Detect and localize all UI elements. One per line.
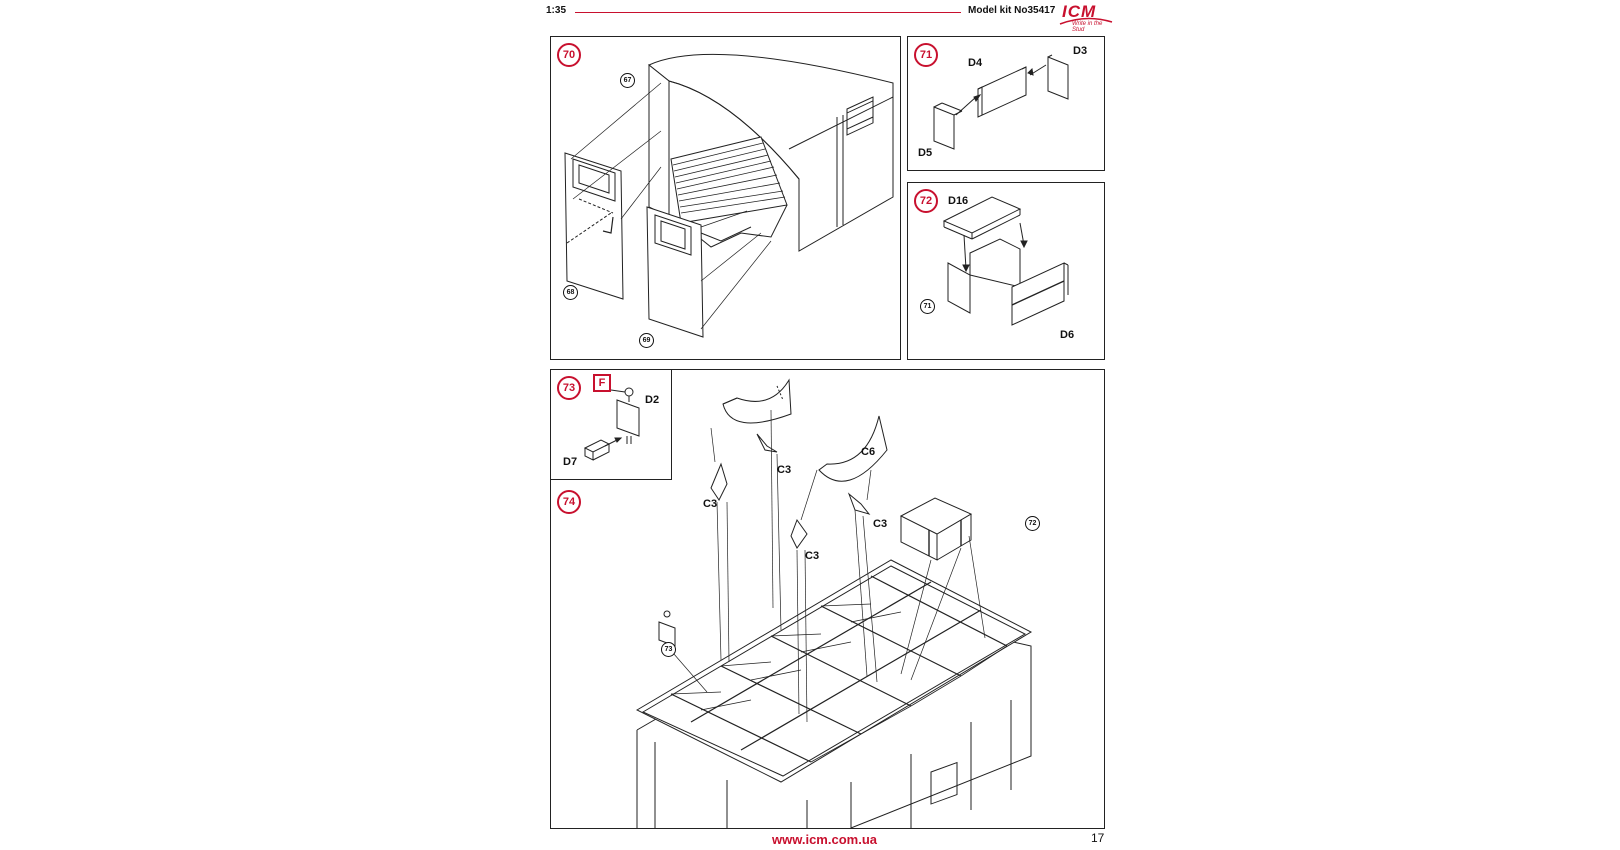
ref-68: 68: [563, 285, 578, 300]
step-72-drawing: [942, 196, 1069, 326]
step-71-drawing: [933, 54, 1069, 150]
logo-text: ICM: [1062, 2, 1097, 21]
step-73-badge: 73: [557, 376, 581, 400]
footer-url[interactable]: www.icm.com.ua: [772, 832, 877, 847]
part-d3: D3: [1073, 45, 1088, 57]
step-70-badge: 70: [557, 43, 581, 67]
ref-69: 69: [639, 333, 654, 348]
paint-code-f: F: [593, 374, 611, 392]
part-c3-left: C3: [703, 498, 718, 510]
part-d16: D16: [948, 195, 969, 207]
step-74-drawing: [635, 378, 1033, 828]
part-c3-middle: C3: [805, 550, 820, 562]
ref-72: 72: [1025, 516, 1040, 531]
part-c6: C6: [861, 446, 876, 458]
step-72-badge: 72: [914, 189, 938, 213]
part-d7: D7: [563, 456, 578, 468]
header-rule: [575, 12, 961, 13]
scale-label: 1:35: [546, 5, 567, 16]
step-74-badge: 74: [557, 490, 581, 514]
page-number: 17: [1091, 831, 1105, 845]
logo-tagline: Write in the Stud: [1072, 21, 1103, 33]
logo-swoosh-icon: [1059, 17, 1113, 25]
step-71-panel: 71 D3 D4 D5: [907, 36, 1105, 171]
step-72-panel: 72 D16 D6 71: [907, 182, 1105, 360]
icm-logo: ICM Write in the Stud: [1058, 2, 1114, 33]
part-c3-upper: C3: [777, 464, 792, 476]
ref-73: 73: [661, 642, 676, 657]
part-d6: D6: [1060, 329, 1075, 341]
kit-number: Model kit No35417: [968, 5, 1056, 16]
part-d4: D4: [968, 57, 983, 69]
part-c3-right: C3: [873, 518, 888, 530]
step-70-panel: 70 67 68 69: [550, 36, 901, 360]
part-d2: D2: [645, 394, 660, 406]
step-71-badge: 71: [914, 43, 938, 67]
step-73-drawing: [583, 387, 640, 461]
part-d5: D5: [918, 147, 933, 159]
ref-71: 71: [920, 299, 935, 314]
step-70-drawing: [564, 53, 894, 338]
ref-67: 67: [620, 73, 635, 88]
step-73-panel: 73 F D2 D7: [550, 369, 672, 480]
